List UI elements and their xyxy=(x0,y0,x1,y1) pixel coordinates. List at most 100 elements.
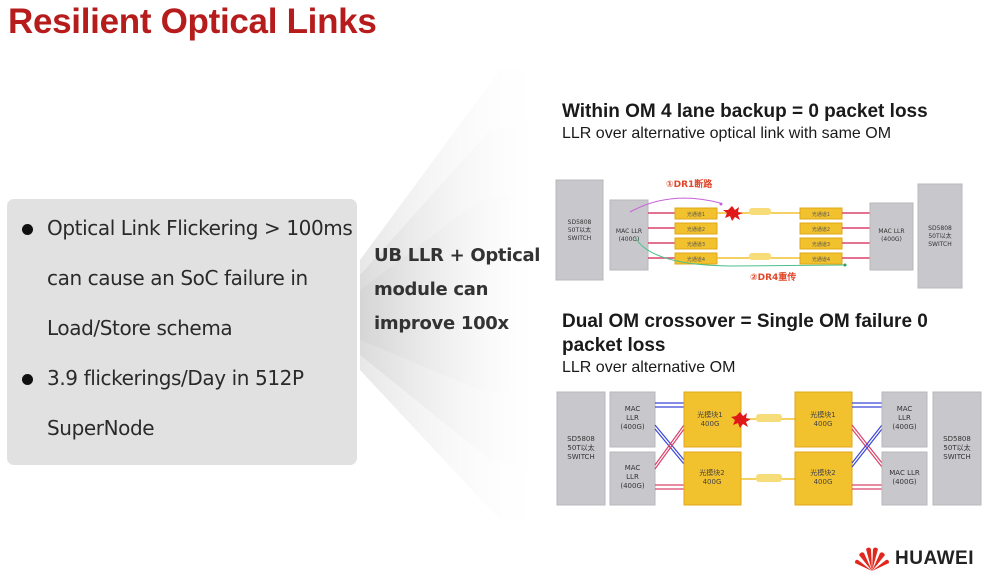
left-switch-label-2: 50T以太 xyxy=(567,443,594,452)
left-crossover-lanes xyxy=(654,402,685,490)
scenario-2-heading-line-1: Dual OM crossover = Single OM failure 0 xyxy=(562,311,928,332)
left-switch-label-1: SD5808 xyxy=(567,435,595,443)
left-mac-1-label-3: (400G) xyxy=(620,423,645,431)
right-switch-label-1: SD5808 xyxy=(928,225,952,232)
right-mac-1-label-1: MAC xyxy=(897,405,913,413)
right-mac-1-label-3: (400G) xyxy=(892,423,917,431)
bullet-1-line-1: Optical Link Flickering > 100ms xyxy=(47,216,353,240)
right-mac-2-label-1: MAC LLR xyxy=(889,469,920,477)
solution-line-3: improve 100x xyxy=(374,313,509,334)
right-mac-llr-box xyxy=(869,202,914,271)
left-channel-3-label: 光通道3 xyxy=(687,241,705,248)
right-channel-4-label: 光通道4 xyxy=(812,256,830,263)
left-switch-box xyxy=(556,391,606,506)
left-mac-2-label-1: MAC xyxy=(625,464,641,472)
right-channel-1-label: 光通道1 xyxy=(812,211,830,218)
left-module-1-label-2: 400G xyxy=(701,420,720,428)
right-mac-1-box xyxy=(881,391,928,448)
left-switch-label-2: 50T以太 xyxy=(568,226,591,234)
slide-title: Resilient Optical Links xyxy=(8,2,377,41)
left-mac-2-label-2: LLR xyxy=(626,473,639,481)
link-label-pill xyxy=(749,208,771,215)
retransmit-label: ②DR4重传 xyxy=(750,271,796,283)
link-label-pill xyxy=(756,474,782,482)
left-channel-1: 光通道1 xyxy=(674,207,718,220)
right-switch-label-2: 50T以太 xyxy=(943,443,970,452)
right-channel-3-label: 光通道3 xyxy=(812,241,830,248)
lane-backup-diagram: SD5808 50T以太 SWITCH MAC LLR (400G) 光通道1 … xyxy=(555,178,963,289)
problem-statement-box: Optical Link Flickering > 100ms can caus… xyxy=(7,199,357,465)
right-switch-box xyxy=(917,183,963,289)
right-channel-3: 光通道3 xyxy=(799,237,843,250)
left-mac-llr-box xyxy=(609,199,649,271)
right-channel-2: 光通道2 xyxy=(799,222,843,235)
right-module-2-label-1: 光模块2 xyxy=(810,468,835,477)
left-switch-label-1: SD5808 xyxy=(568,219,592,226)
failure-path-end xyxy=(719,202,723,206)
left-switch-label-3: SWITCH xyxy=(568,235,592,242)
link-label-pill xyxy=(756,414,782,422)
failure-label: ①DR1断路 xyxy=(666,178,713,190)
left-mac-label-1: MAC LLR xyxy=(616,228,642,235)
right-crossover-lanes xyxy=(851,402,883,490)
link-label-pill xyxy=(749,253,771,260)
right-module-1-label-2: 400G xyxy=(814,420,833,428)
failure-burst-icon xyxy=(731,412,751,428)
scenario-2-heading-line-2: packet loss xyxy=(562,335,666,356)
spotlight-beam-graphic xyxy=(360,70,550,520)
bullet-1-line-2: can cause an SoC failure in xyxy=(47,266,308,290)
bullet-dot xyxy=(22,224,33,235)
left-mac-1-box xyxy=(609,391,656,448)
left-mac-2-label-3: (400G) xyxy=(620,482,645,490)
left-module-2-label-2: 400G xyxy=(703,478,722,486)
left-mac-label-2: (400G) xyxy=(619,236,640,243)
right-switch-label-1: SD5808 xyxy=(943,435,971,443)
right-channel-2-label: 光通道2 xyxy=(812,226,830,233)
left-mac-1-label-2: LLR xyxy=(626,414,639,422)
right-module-1-label-1: 光模块1 xyxy=(810,410,835,419)
right-module-1 xyxy=(794,391,853,448)
right-mac-label-2: (400G) xyxy=(881,236,902,243)
left-switch-label-3: SWITCH xyxy=(567,453,594,461)
dual-om-crossover-diagram: SD5808 50T以太 SWITCH MAC LLR (400G) MAC L… xyxy=(556,391,982,506)
right-module-2-label-2: 400G xyxy=(814,478,833,486)
left-channel-3: 光通道3 xyxy=(674,237,718,250)
left-mac-2-box xyxy=(609,451,656,506)
bullet-dot xyxy=(22,374,33,385)
huawei-logo-icon xyxy=(855,547,889,571)
left-mac-1-label-1: MAC xyxy=(625,405,641,413)
left-channel-1-label: 光通道1 xyxy=(687,211,705,218)
right-switch-label-3: SWITCH xyxy=(928,241,952,248)
solution-line-2: module can xyxy=(374,279,489,300)
right-switch-label-2: 50T以太 xyxy=(928,232,951,240)
right-module-2 xyxy=(794,451,853,506)
failure-path xyxy=(629,197,721,213)
bullet-2-line-2: SuperNode xyxy=(47,416,155,440)
right-switch-label-3: SWITCH xyxy=(943,453,970,461)
left-module-1-label-1: 光模块1 xyxy=(697,410,722,419)
solution-line-1: UB LLR + Optical xyxy=(374,245,541,266)
left-channel-2-label: 光通道2 xyxy=(687,226,705,233)
retransmit-path-end xyxy=(843,263,847,267)
left-module-1 xyxy=(683,391,742,448)
right-mac-label-1: MAC LLR xyxy=(878,228,904,235)
right-mac-1-label-2: LLR xyxy=(898,414,911,422)
left-switch-box xyxy=(555,179,604,281)
bullet-1-line-3: Load/Store schema xyxy=(47,316,233,340)
failure-burst-icon xyxy=(723,206,743,221)
right-switch-box xyxy=(932,391,982,506)
left-module-2-label-1: 光模块2 xyxy=(699,468,724,477)
brand-name: HUAWEI xyxy=(895,548,974,569)
right-channel-1: 光通道1 xyxy=(799,207,843,220)
left-channel-2: 光通道2 xyxy=(674,222,718,235)
scenario-1-subheading: LLR over alternative optical link with s… xyxy=(562,125,892,142)
right-mac-2-label-2: (400G) xyxy=(892,478,917,486)
right-mac-2-box xyxy=(881,451,928,506)
scenario-2-subheading: LLR over alternative OM xyxy=(562,359,736,376)
left-channel-4-label: 光通道4 xyxy=(687,256,705,263)
left-module-2 xyxy=(683,451,742,506)
right-channel-4: 光通道4 xyxy=(799,252,843,265)
retransmit-path xyxy=(634,236,846,267)
scenario-1-heading: Within OM 4 lane backup = 0 packet loss xyxy=(562,101,928,122)
bullet-2-line-1: 3.9 flickerings/Day in 512P xyxy=(47,366,304,390)
